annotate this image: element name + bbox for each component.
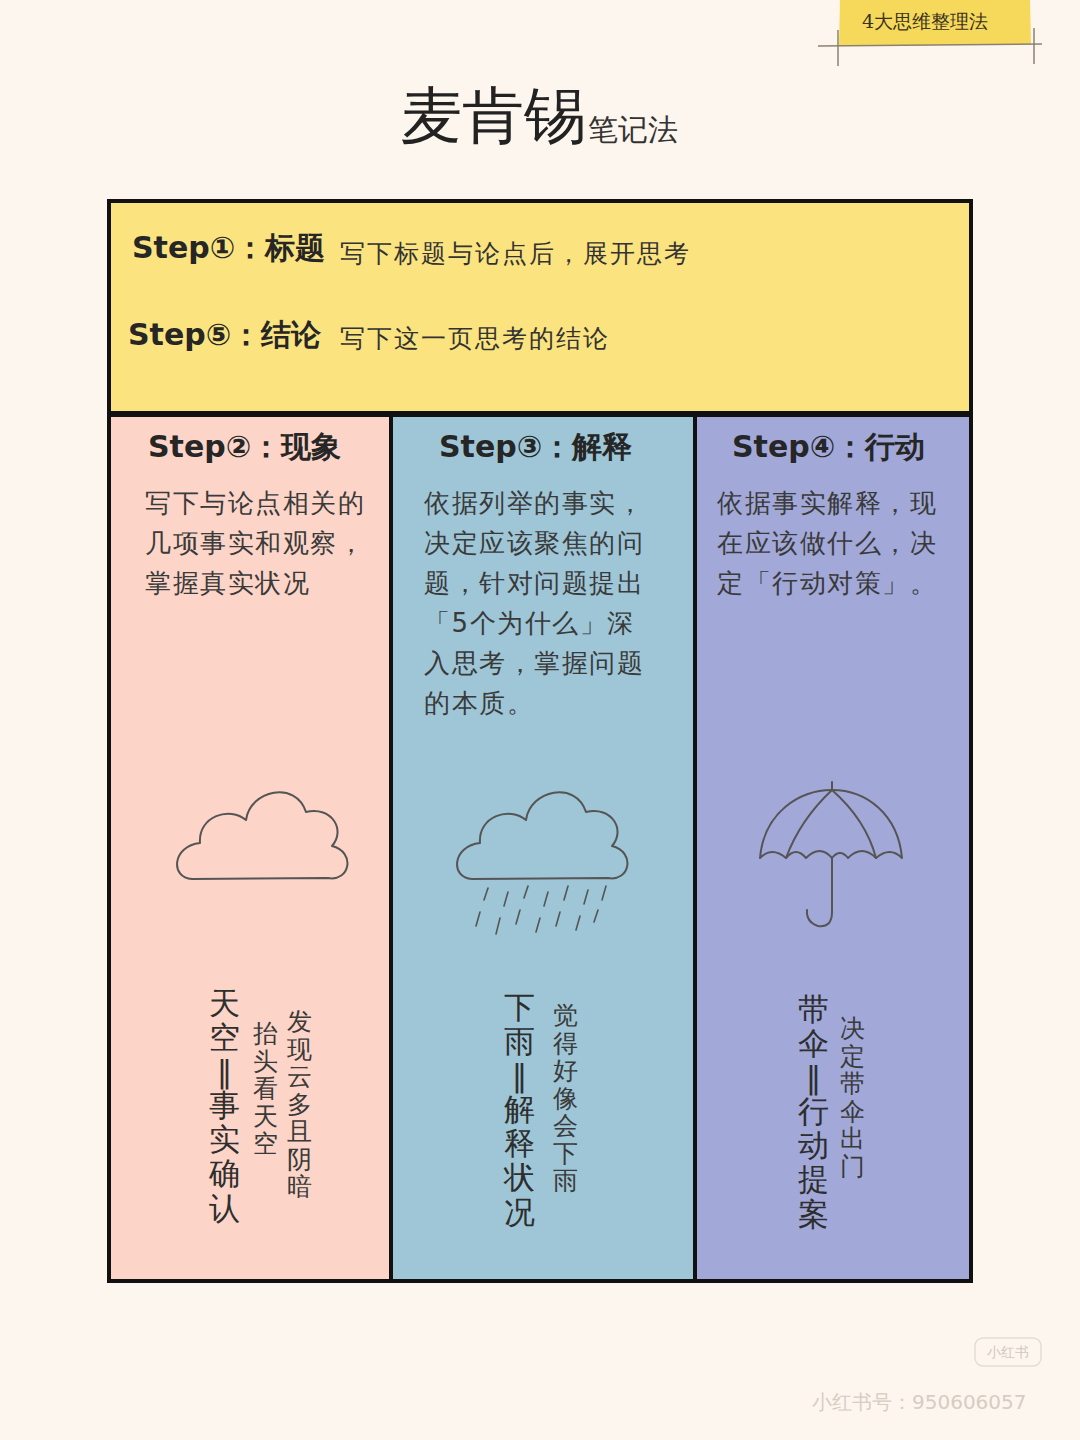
- tag-line: [837, 30, 839, 66]
- step-description: 写下与论点相关的几项事实和观察，掌握真实状况: [145, 483, 377, 603]
- text-slot: 小红书: [987, 1343, 1029, 1361]
- tag-text: 4大思维整理法: [862, 9, 988, 33]
- example-text: 觉得好像会下雨: [553, 1002, 578, 1195]
- title-band: Step①：标题写下标题与论点后，展开思考 Step⑤：结论写下这一页思考的结论: [111, 203, 969, 411]
- step-description: 写下这一页思考的结论: [340, 324, 610, 354]
- step-heading: Step②：现象: [148, 429, 341, 465]
- fact-column: Step②：现象写下与论点相关的几项事实和观察，掌握真实状况发现云多且阴暗抬头看…: [111, 417, 389, 1279]
- watermark: 小红书号：950606057: [812, 1390, 1027, 1414]
- text-slot: Step②：现象: [148, 429, 341, 465]
- rain-cloud-icon: [457, 792, 627, 879]
- title-suffix: 笔记法: [588, 112, 678, 148]
- text-slot: 天空‖事实确认: [209, 986, 240, 1225]
- tag-paper: [839, 0, 1031, 46]
- text-slot: 决定带伞出门: [840, 1015, 865, 1180]
- rain-drops: [476, 886, 606, 934]
- example-conclusion: 下雨‖解释状况: [504, 990, 535, 1229]
- text-slot: Step③：解释: [439, 429, 632, 465]
- step-description: 依据列举的事实，决定应该聚焦的问题，针对问题提出「5个为什么」深入思考，掌握问题…: [424, 483, 658, 723]
- text-slot: Step④：行动: [732, 429, 925, 465]
- step-description: 依据事实解释，现在应该做什么，决定「行动对策」。: [717, 483, 951, 603]
- text-slot: 麦肯锡: [400, 80, 586, 152]
- example-text: 决定带伞出门: [840, 1015, 865, 1180]
- text-slot: 小红书号：950606057: [812, 1390, 1027, 1414]
- text-slot: Step①：标题: [132, 230, 325, 266]
- text-slot: 下雨‖解释状况: [504, 990, 535, 1229]
- text-slot: 带伞‖行动提案: [798, 992, 829, 1231]
- text-slot: Step⑤：结论: [128, 317, 321, 353]
- text-slot: 依据事实解释，现在应该做什么，决定「行动对策」。: [717, 483, 951, 603]
- step-heading: Step④：行动: [732, 429, 925, 465]
- step-heading: Step⑤：结论: [128, 317, 321, 353]
- text-slot: 发现云多且阴暗: [287, 1008, 312, 1201]
- step-heading: Step③：解释: [439, 429, 632, 465]
- page-title: 麦肯锡: [400, 80, 586, 152]
- interpret-column: Step③：解释依据列举的事实，决定应该聚焦的问题，针对问题提出「5个为什么」深…: [393, 417, 693, 1279]
- example-conclusion: 天空‖事实确认: [209, 986, 240, 1225]
- text-slot: 觉得好像会下雨: [553, 1002, 578, 1195]
- tag-line: [1033, 28, 1035, 64]
- text-slot: 笔记法: [588, 112, 678, 148]
- action-column: Step④：行动依据事实解释，现在应该做什么，决定「行动对策」。决定带伞出门带伞…: [697, 417, 969, 1279]
- pinned-tag: [818, 0, 1042, 66]
- logo-outline: [975, 1338, 1041, 1366]
- step-heading: Step①：标题: [132, 230, 325, 266]
- drawings: [177, 782, 902, 934]
- cloud-icon: [177, 792, 347, 879]
- step-description: 写下标题与论点后，展开思考: [340, 239, 691, 269]
- text-slot: 写下这一页思考的结论: [340, 324, 610, 354]
- text-slot: 写下标题与论点后，展开思考: [340, 239, 691, 269]
- umbrella-icon: [760, 782, 902, 926]
- example-text: 发现云多且阴暗: [287, 1008, 312, 1201]
- text-slot: 抬头看天空，: [253, 1020, 278, 1158]
- example-conclusion: 带伞‖行动提案: [798, 992, 829, 1231]
- text-slot: 4大思维整理法: [862, 9, 988, 33]
- watermark-logo: 小红书: [987, 1343, 1029, 1361]
- text-slot: 写下与论点相关的几项事实和观察，掌握真实状况: [145, 483, 377, 603]
- example-text: 抬头看天空，: [253, 1020, 278, 1158]
- text-slot: 依据列举的事实，决定应该聚焦的问题，针对问题提出「5个为什么」深入思考，掌握问题…: [424, 483, 658, 723]
- tag-line: [818, 44, 1042, 46]
